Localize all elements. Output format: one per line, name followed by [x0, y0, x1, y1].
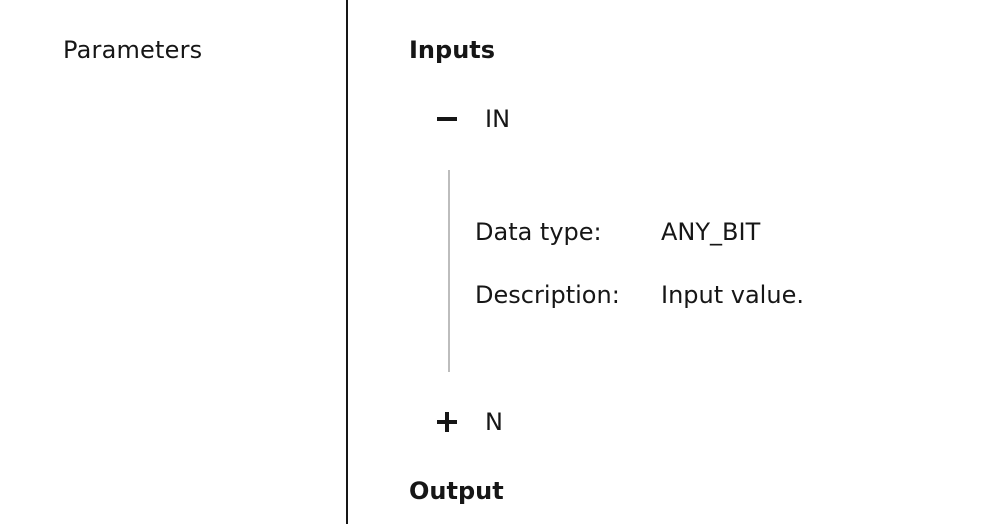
- description-row: Description: Input value.: [475, 280, 804, 310]
- output-heading: Output: [409, 477, 504, 505]
- description-label: Description:: [475, 281, 620, 309]
- param-name-in: IN: [485, 105, 511, 133]
- data-type-label: Data type:: [475, 218, 602, 246]
- param-toggle-n[interactable]: N: [430, 404, 503, 440]
- detail-rule: [448, 170, 450, 372]
- param-toggle-in[interactable]: IN: [430, 101, 510, 137]
- sidebar-label: Parameters: [63, 36, 203, 64]
- inputs-heading: Inputs: [409, 36, 496, 64]
- data-type-value: ANY_BIT: [661, 218, 761, 246]
- plus-icon[interactable]: [436, 411, 458, 433]
- param-name-n: N: [485, 408, 503, 436]
- vertical-divider: [346, 0, 348, 524]
- minus-icon[interactable]: [436, 108, 458, 130]
- description-value: Input value.: [661, 281, 804, 309]
- data-type-row: Data type: ANY_BIT: [475, 217, 760, 247]
